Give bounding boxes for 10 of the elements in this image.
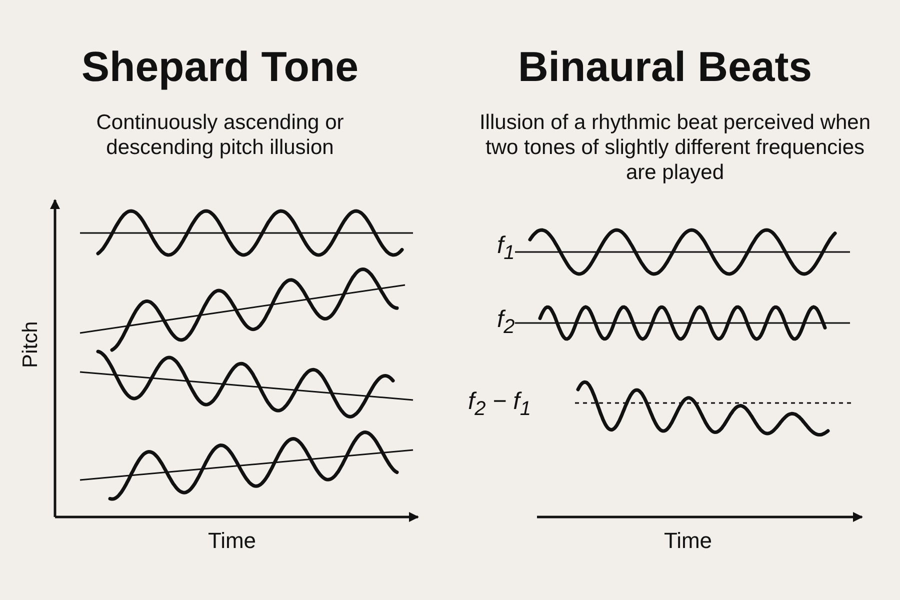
axis-label: Time: [208, 528, 256, 554]
description-text: Continuously ascending or descending pitch illusion: [95, 110, 345, 160]
frequency-label: f$_{1}$: [497, 232, 515, 265]
frequency-label: f$_{2}$ − f$_{1}$: [468, 388, 531, 421]
axis-label: Pitch: [17, 322, 42, 368]
description-text: Illusion of a rhythmic beat perceived when two tones of slightly different frequencies are played: [478, 110, 872, 186]
heading: Binaural Beats: [516, 42, 814, 92]
axis-label: Time: [664, 528, 712, 554]
frequency-label: f$_{2}$: [497, 306, 515, 339]
heading: Shepard Tone: [80, 42, 360, 92]
